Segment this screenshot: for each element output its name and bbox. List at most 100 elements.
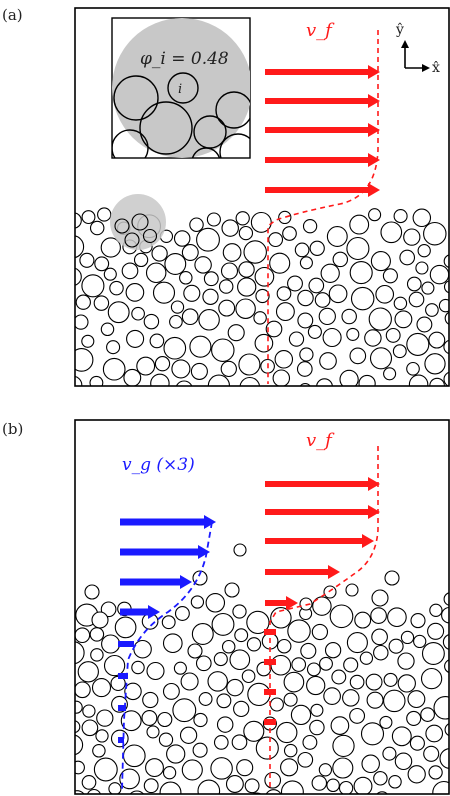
grain-particle — [406, 332, 430, 356]
grain-particle — [173, 661, 187, 675]
grain-particle — [349, 214, 370, 235]
grain-particle — [332, 757, 354, 779]
grain-particle — [210, 757, 233, 780]
highlight-particle — [131, 213, 149, 231]
grain-particle — [95, 729, 109, 743]
grain-particle — [222, 243, 242, 262]
grain-particle — [383, 672, 398, 687]
inset-particle — [112, 129, 149, 158]
grain-particle — [442, 634, 449, 650]
grain-particle — [227, 391, 242, 406]
grain-particle — [234, 628, 249, 643]
grain-particle — [276, 638, 292, 654]
grain-particle — [164, 253, 187, 275]
grain-particle — [283, 743, 298, 758]
grain-particle — [368, 208, 382, 222]
grain-particle — [198, 309, 220, 331]
inset-phi-label: φ_i = 0.48 — [140, 49, 229, 69]
fluid-velocity-label-a: v_f — [306, 20, 335, 41]
panel-a-frame — [74, 7, 450, 387]
velocity-arrow-head — [198, 545, 210, 559]
grain-particle — [125, 283, 145, 302]
grain-particle — [358, 374, 376, 386]
grain-particle — [397, 652, 415, 670]
grain-particle — [187, 643, 203, 659]
grain-particle — [120, 710, 142, 732]
grain-particle — [413, 634, 427, 649]
grain-particle — [96, 709, 114, 727]
grain-velocity-bar — [118, 705, 126, 711]
grain-particle — [190, 362, 208, 380]
grain-particle — [218, 299, 236, 317]
grain-particle — [226, 678, 244, 697]
grain-particle — [328, 284, 348, 304]
grain-particle — [89, 627, 105, 642]
grain-particle — [373, 771, 388, 786]
grain-particle — [406, 361, 420, 376]
panel-b-frame — [74, 419, 450, 795]
grain-particle — [280, 780, 304, 794]
grain-particle — [379, 715, 393, 729]
grain-particle — [326, 226, 348, 247]
inset-particle-i — [167, 72, 199, 104]
grain-particle — [143, 778, 159, 794]
grain-particle — [161, 615, 176, 630]
inset-particle — [139, 101, 193, 155]
grain-particle — [394, 310, 413, 329]
grain-particle — [326, 778, 340, 793]
grain-particle — [103, 267, 117, 281]
grain-particle — [288, 331, 305, 347]
grain-particle — [339, 369, 359, 386]
highlight-particle — [142, 228, 158, 244]
grain-particle — [198, 692, 213, 706]
panel-b-label: (b) — [2, 420, 24, 438]
grain-particle — [415, 261, 429, 275]
fluid-profile-curve-b — [269, 446, 379, 790]
grain-particle — [205, 593, 226, 613]
grain-particle — [316, 378, 333, 386]
grain-particle — [246, 637, 262, 652]
grain-particle — [75, 734, 84, 756]
grain-particle — [346, 327, 360, 341]
grain-particle — [197, 779, 221, 794]
grain-particle — [400, 630, 415, 645]
grain-particle — [100, 601, 117, 618]
grain-particle — [349, 674, 365, 690]
grain-particle — [162, 633, 183, 654]
grain-particle — [300, 642, 317, 659]
velocity-arrow-head — [180, 575, 192, 589]
velocity-arrow-head — [368, 65, 380, 79]
grain-particle — [425, 303, 439, 317]
grain-particle — [220, 360, 237, 378]
highlight-particles — [114, 213, 158, 248]
grain-particle — [412, 208, 432, 228]
grain-particle — [95, 390, 108, 403]
grain-particle — [89, 375, 104, 386]
grain-particle — [323, 687, 341, 705]
grain-particle — [171, 359, 191, 379]
grain-particle — [93, 757, 118, 782]
velocity-arrow-head — [368, 183, 380, 197]
grain-particle — [231, 734, 248, 751]
grain-particle — [299, 347, 314, 362]
grain-particle — [189, 335, 212, 358]
grain-particle — [220, 262, 239, 280]
velocity-arrow-head — [368, 505, 380, 519]
grain-particle — [432, 780, 449, 794]
grain-particle — [443, 592, 449, 606]
grain-particle — [322, 327, 342, 348]
grain-particle — [163, 336, 187, 360]
grain-particle — [388, 391, 410, 413]
velocity-arrow-head — [148, 605, 160, 619]
grain-particle — [213, 735, 229, 750]
grain-particle — [341, 308, 357, 325]
grain-particle — [126, 329, 145, 348]
grain-particle — [306, 662, 321, 677]
grain-particle — [344, 392, 357, 405]
grain-particle — [181, 759, 203, 781]
grain-particle — [384, 570, 400, 586]
grain-particle — [174, 606, 190, 621]
grain-particle — [75, 720, 81, 734]
grain-particle — [368, 307, 392, 331]
inset-particle — [113, 75, 159, 121]
